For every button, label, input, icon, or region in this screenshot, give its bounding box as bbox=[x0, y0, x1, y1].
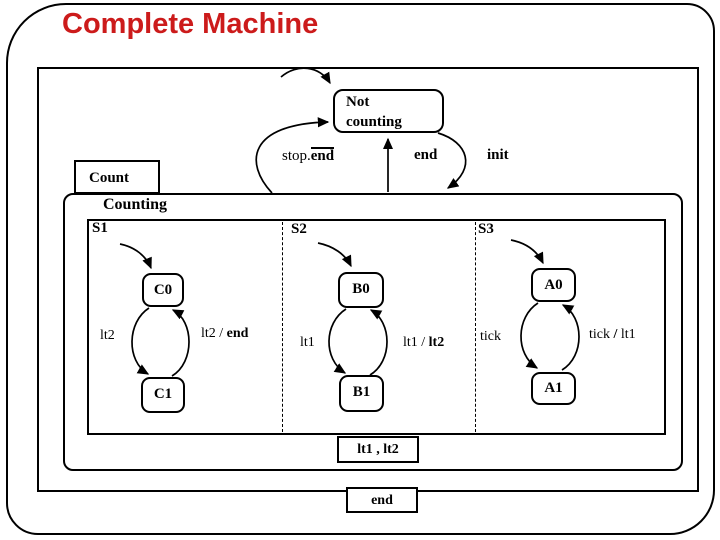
state-c1: C1 bbox=[141, 377, 185, 413]
boundary-label-end: end bbox=[346, 487, 418, 513]
transition-label-tick: tick bbox=[480, 329, 501, 344]
state-not-counting: Not counting bbox=[333, 89, 444, 133]
state-not-counting-line1: Not bbox=[346, 94, 370, 110]
state-not-counting-line2: counting bbox=[346, 113, 402, 130]
state-b0: B0 bbox=[338, 272, 384, 308]
region-label-s3: S3 bbox=[478, 221, 494, 237]
region-separator-1 bbox=[282, 222, 283, 432]
region-label-s1: S1 bbox=[92, 220, 108, 236]
slide-border bbox=[6, 3, 715, 535]
page-title: Complete Machine bbox=[62, 8, 319, 40]
state-a0: A0 bbox=[531, 268, 576, 302]
transition-label-stop-end: stop.end bbox=[282, 147, 335, 164]
region-separator-2 bbox=[475, 222, 476, 432]
transition-label-end: end bbox=[414, 147, 438, 163]
state-b1: B1 bbox=[339, 375, 384, 412]
state-c0: C0 bbox=[142, 273, 184, 307]
region-label-s2: S2 bbox=[291, 221, 307, 237]
state-a1: A1 bbox=[531, 372, 576, 405]
count-tab: Count bbox=[74, 160, 160, 194]
transition-label-init: init bbox=[487, 147, 509, 163]
boundary-label-lt1-lt2: lt1 , lt2 bbox=[337, 436, 419, 463]
transition-label-lt2: lt2 bbox=[100, 328, 115, 343]
transition-label-lt1: lt1 bbox=[300, 335, 315, 350]
transition-label-tick-lt1: tick / lt1 bbox=[589, 327, 636, 342]
transition-label-lt1-lt2: lt1 / lt2 bbox=[403, 335, 445, 350]
counting-label: Counting bbox=[103, 196, 168, 213]
transition-label-lt2-end: lt2 / end bbox=[201, 326, 249, 341]
